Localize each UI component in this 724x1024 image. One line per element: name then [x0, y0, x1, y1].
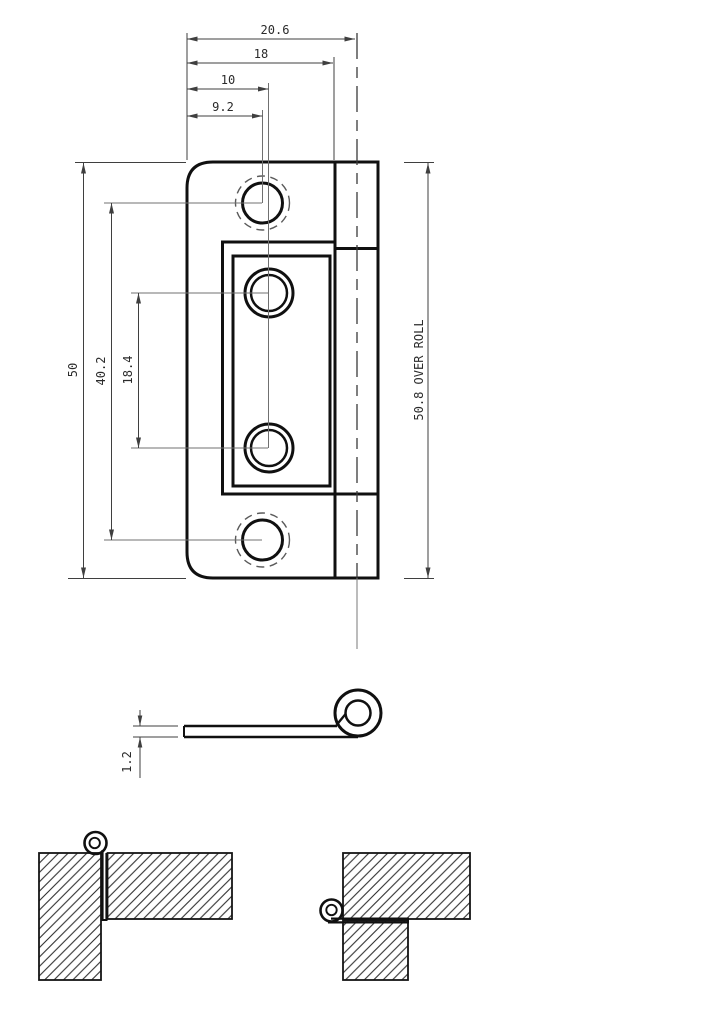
arrowhead: [322, 60, 333, 66]
dim-18: 18: [187, 47, 333, 66]
arrowhead: [137, 715, 143, 726]
dim-9-2: 9.2: [187, 100, 263, 119]
panel-section-hatched: [106, 852, 233, 920]
installation-detail-right: [319, 852, 471, 981]
dim-18-4: 18.4: [121, 293, 141, 448]
frame-section-hatched: [342, 919, 409, 981]
roll-outer-circle: [83, 830, 108, 856]
installation-detail-left: [38, 830, 233, 981]
top-dimensions: 20.6 18 10 9.2: [186, 23, 355, 448]
hinge-section: [319, 898, 409, 924]
arrowhead: [344, 36, 355, 42]
arrowhead: [252, 113, 263, 119]
thickness-dimension: 1.2: [120, 710, 178, 778]
left-dimensions: 50 40.2 18.4: [66, 162, 268, 579]
arrowhead: [187, 113, 198, 119]
hinge-section: [83, 830, 108, 921]
roll-outer-circle: [333, 688, 383, 738]
dim-20-6: 20.6: [187, 23, 355, 42]
arrowhead: [187, 36, 198, 42]
arrowhead: [137, 737, 143, 748]
roll-bore-circle: [88, 836, 101, 850]
roll-bore-circle: [325, 903, 338, 917]
arrowhead: [425, 163, 431, 174]
leaf-outline: [185, 160, 380, 580]
arrowhead: [109, 203, 114, 214]
dim-50: 50: [66, 163, 86, 578]
dim-label: 9.2: [212, 100, 234, 114]
arrowhead: [136, 293, 141, 304]
dim-label: 50: [66, 363, 80, 377]
dim-label: 10: [221, 73, 235, 87]
arrowhead: [425, 567, 431, 578]
arrowhead: [258, 86, 269, 92]
roll-bore-circle: [344, 699, 372, 727]
dim-label: 40.2: [94, 357, 108, 386]
frame-section-hatched: [38, 852, 102, 981]
cutout-outline: [221, 240, 337, 496]
plan-view: [185, 33, 380, 649]
arrowhead: [81, 567, 86, 578]
dim-label: 18.4: [121, 356, 135, 385]
dim-label: 1.2: [120, 751, 134, 773]
dim-label: 20.6: [261, 23, 290, 37]
profile-view: 1.2: [120, 688, 383, 778]
dim-10: 10: [187, 73, 269, 92]
dim-label: 50.8 OVER ROLL: [412, 319, 426, 420]
arrowhead: [81, 163, 86, 174]
right-dimension: 50.8 OVER ROLL: [404, 162, 434, 579]
panel-section-hatched: [342, 852, 471, 920]
roll-outer-circle: [319, 898, 344, 923]
arrowhead: [187, 60, 198, 66]
dim-40-2: 40.2: [94, 203, 114, 540]
dim-50-8-over-roll: 50.8 OVER ROLL: [412, 163, 431, 578]
arrowhead: [136, 437, 141, 448]
inner-leaf-outline: [231, 254, 332, 488]
dim-label: 18: [254, 47, 268, 61]
arrowhead: [109, 529, 114, 540]
arrowhead: [187, 86, 198, 92]
